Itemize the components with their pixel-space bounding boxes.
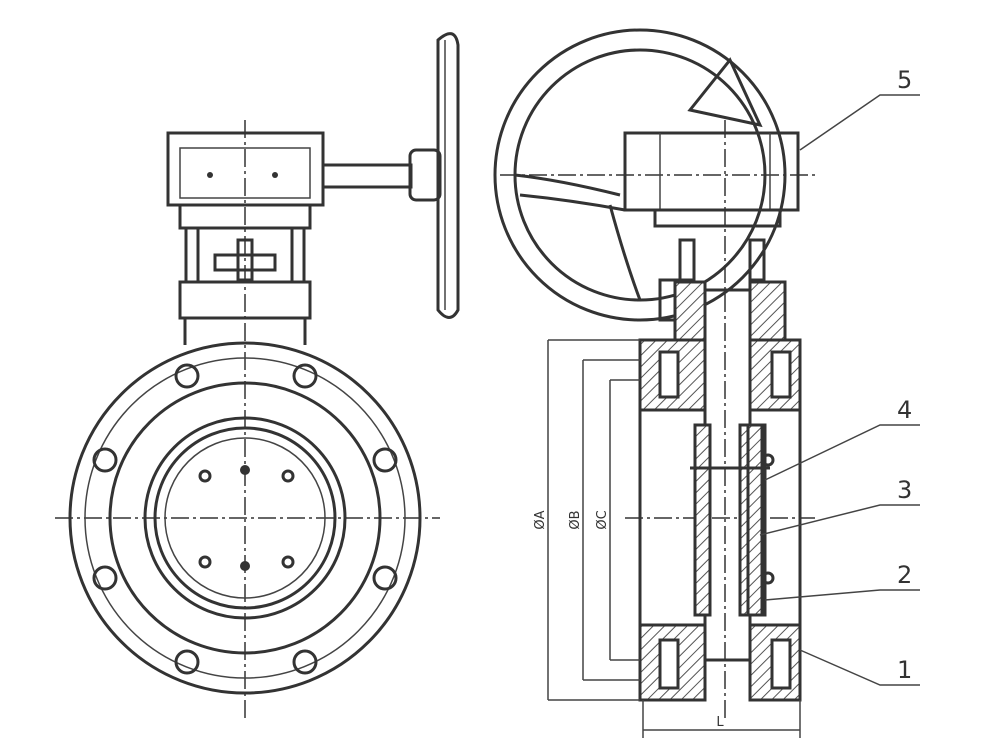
flange-outer: [68, 341, 422, 695]
dim-length: L: [716, 715, 724, 730]
part-label-5: 5: [897, 66, 912, 94]
side-view: ØA ØB ØC L 5 4 3 2 1: [493, 28, 920, 738]
flange-bolt-holes: [92, 363, 398, 675]
part-label-4: 4: [897, 396, 912, 424]
gearbox-side: [623, 131, 800, 212]
disc-bolts: [198, 465, 295, 571]
top-flange: [178, 280, 312, 320]
disc-left: [693, 423, 712, 617]
handwheel-edge: [436, 32, 460, 319]
wheel-hub: [408, 148, 442, 202]
input-shaft: [321, 163, 413, 189]
dimensions: ØA ØB ØC L: [533, 339, 801, 738]
part-label-3: 3: [897, 476, 912, 504]
bore: [143, 416, 347, 620]
handwheel: [493, 28, 787, 322]
part-label-2: 2: [897, 561, 912, 589]
front-view: [55, 32, 460, 720]
dim-c: ØC: [595, 510, 610, 529]
dim-b: ØB: [568, 510, 583, 529]
part-label-1: 1: [897, 656, 912, 684]
part-leaders: 5 4 3 2 1: [759, 66, 920, 686]
dim-a: ØA: [533, 510, 548, 529]
seal-ring: [746, 423, 764, 617]
